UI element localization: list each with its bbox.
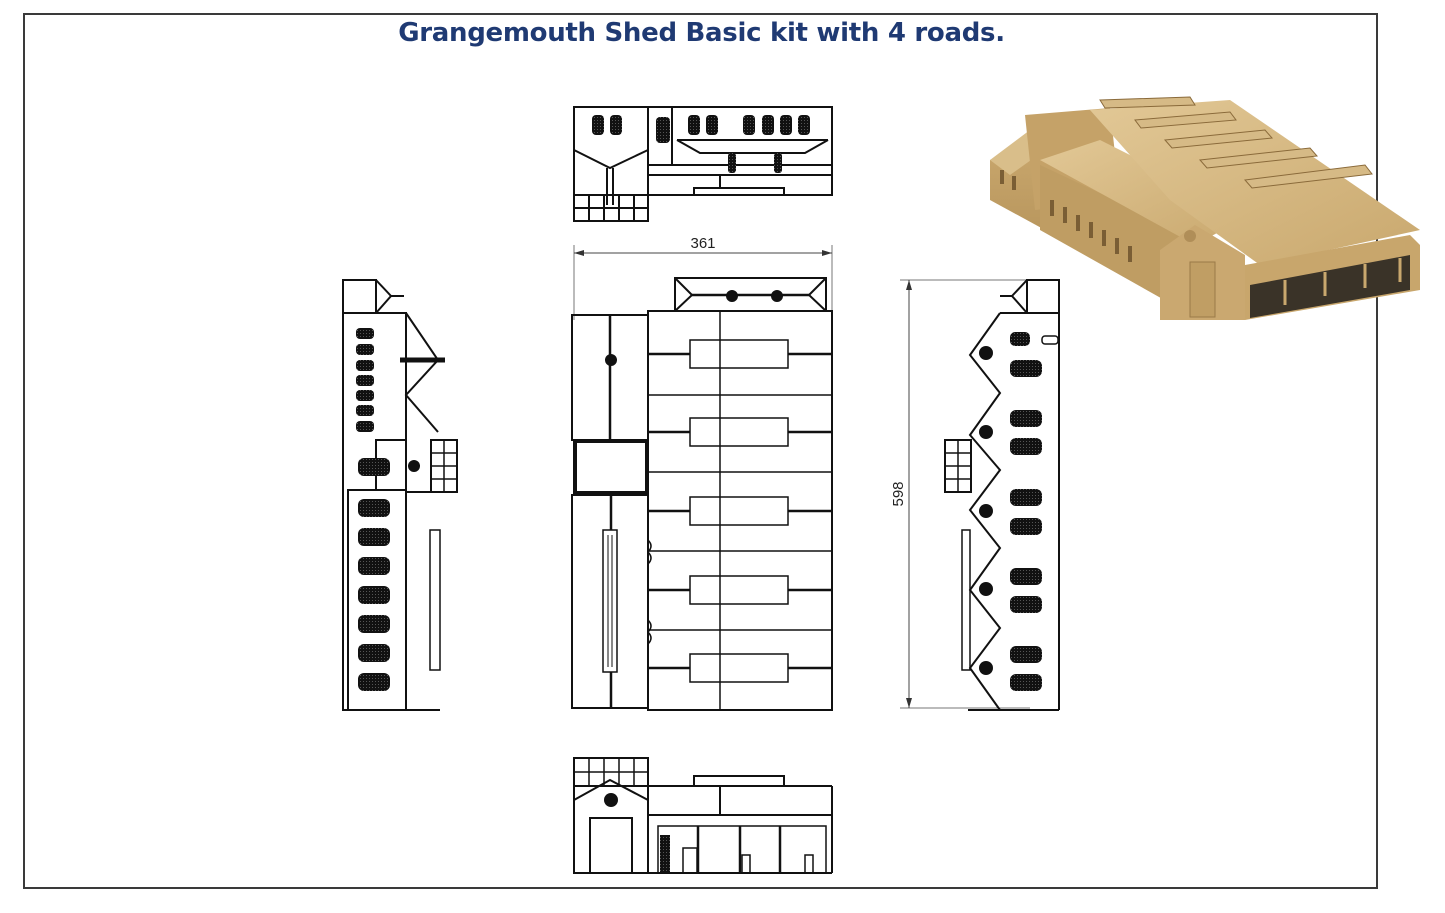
- width-dimension: 361: [573, 235, 833, 320]
- left-side-elevation: [342, 279, 458, 711]
- drawing-frame: [23, 13, 1378, 889]
- width-dimension-label: 361: [690, 235, 715, 252]
- right-side-elevation: [944, 279, 1060, 711]
- bottom-front-elevation: [573, 757, 833, 874]
- page-title: Grangemouth Shed Basic kit with 4 roads.: [398, 18, 1005, 48]
- roof-plan: [571, 277, 833, 711]
- length-dimension-label: 598: [890, 481, 907, 506]
- top-end-elevation: [573, 106, 833, 222]
- length-dimension: 598: [890, 279, 1030, 709]
- 3d-render: [990, 96, 1420, 320]
